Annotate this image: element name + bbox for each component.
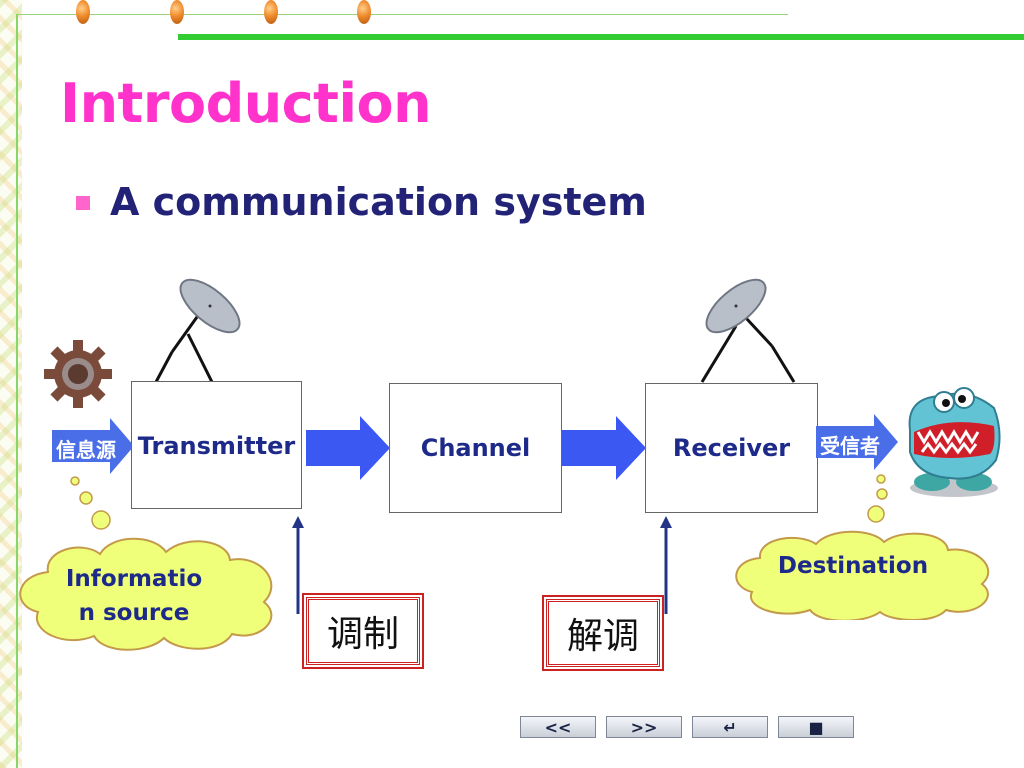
next-button[interactable]: >>	[606, 716, 682, 738]
return-icon: ↵	[723, 717, 737, 737]
arrow-up-icon	[660, 516, 672, 614]
transmitter-label: Transmitter	[137, 432, 296, 460]
top-thick-green-rule	[178, 34, 1024, 40]
bead-ornament	[357, 0, 371, 24]
transmitter-box: Transmitter	[131, 381, 302, 509]
bullet-square	[76, 196, 90, 210]
destination-cloud	[735, 530, 990, 620]
arrow-right-icon	[562, 416, 646, 480]
destination-arrow-icon	[816, 414, 898, 470]
source-arrow-icon	[52, 418, 134, 474]
information-source-text: Informatio n source	[34, 562, 234, 630]
antenna-dish-icon	[154, 278, 241, 383]
left-green-rule	[16, 14, 18, 768]
stop-button[interactable]: ■	[778, 716, 854, 738]
top-thin-rule	[18, 14, 788, 15]
demodulation-box: 解调	[542, 595, 664, 671]
information-source-line2: n source	[78, 600, 190, 626]
source-arrow-label: 信息源	[56, 437, 116, 462]
monster-icon	[908, 387, 1001, 497]
channel-label: Channel	[420, 434, 531, 462]
return-button[interactable]: ↵	[692, 716, 768, 738]
prev-button-label: <<	[544, 717, 572, 737]
slide-title: Introduction	[60, 72, 432, 135]
bead-ornament	[170, 0, 184, 24]
receiver-box: Receiver	[645, 383, 818, 513]
thought-bubble-dots	[867, 474, 888, 523]
information-source-line1: Informatio	[65, 566, 203, 592]
destination-label: Destination	[777, 553, 929, 579]
destination-arrow-label: 受信者	[820, 433, 880, 458]
receiver-label: Receiver	[672, 434, 791, 462]
stop-icon: ■	[808, 717, 824, 737]
demodulation-label: 解调	[566, 616, 639, 657]
modulation-label: 调制	[326, 614, 399, 655]
information-source-cloud	[19, 537, 273, 651]
modulation-box: 调制	[302, 593, 424, 669]
bead-ornament	[264, 0, 278, 24]
bead-ornament	[76, 0, 90, 24]
antenna-dish-icon	[700, 278, 796, 383]
arrow-right-icon	[306, 416, 390, 480]
arrow-up-icon	[292, 516, 304, 614]
next-button-label: >>	[630, 717, 658, 737]
channel-box: Channel	[389, 383, 562, 513]
bullet-text: A communication system	[110, 180, 647, 224]
left-decorative-strip	[0, 0, 22, 768]
thought-bubble-dots	[70, 476, 111, 530]
prev-button[interactable]: <<	[520, 716, 596, 738]
gear-icon	[44, 340, 112, 408]
